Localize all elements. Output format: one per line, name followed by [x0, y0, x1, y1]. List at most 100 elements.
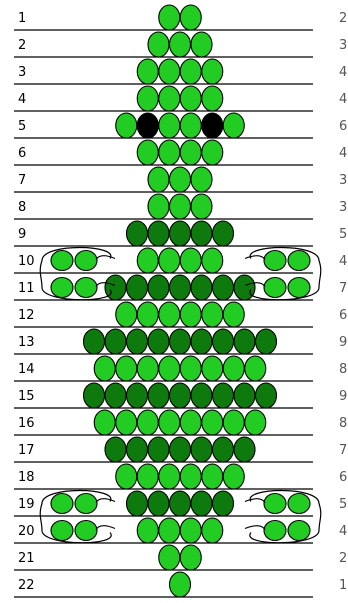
row-number: 14: [18, 363, 35, 377]
row-number: 18: [18, 471, 35, 485]
bead-count: 1: [339, 579, 347, 593]
leg-bead: [51, 521, 73, 541]
light-green-bead: [159, 59, 180, 84]
leg-bead: [75, 278, 97, 298]
dark-green-bead: [213, 221, 234, 246]
light-green-bead: [170, 572, 191, 597]
light-green-bead: [137, 464, 158, 489]
light-green-bead: [191, 32, 212, 57]
row-number: 7: [18, 174, 26, 188]
light-green-bead: [202, 464, 223, 489]
light-green-bead: [180, 86, 201, 111]
light-green-bead: [137, 248, 158, 273]
dark-green-bead: [234, 275, 255, 300]
leg-bead: [75, 521, 97, 541]
light-green-bead: [159, 545, 180, 570]
dark-green-bead: [148, 275, 169, 300]
bead-count: 3: [339, 39, 347, 53]
light-green-bead: [159, 113, 180, 138]
row-number: 20: [18, 525, 35, 539]
dark-green-bead: [148, 491, 169, 516]
light-green-bead: [159, 302, 180, 327]
bead-count: 4: [339, 66, 347, 80]
bead-count: 3: [339, 201, 347, 215]
light-green-bead: [245, 356, 266, 381]
light-green-bead: [202, 86, 223, 111]
leg-thread: [96, 499, 115, 503]
beads: [84, 5, 277, 597]
leg-bead: [264, 521, 286, 541]
row-number: 17: [18, 444, 35, 458]
dark-green-bead: [234, 383, 255, 408]
light-green-bead: [180, 113, 201, 138]
dark-green-bead: [170, 275, 191, 300]
light-green-bead: [116, 410, 137, 435]
dark-green-bead: [234, 329, 255, 354]
light-green-bead: [116, 113, 137, 138]
light-green-bead: [159, 5, 180, 30]
row-number: 5: [18, 120, 26, 134]
light-green-bead: [170, 167, 191, 192]
dark-green-bead: [127, 491, 148, 516]
light-green-bead: [223, 302, 244, 327]
leg-thread: [245, 499, 265, 503]
leg-bead: [288, 494, 310, 514]
light-green-bead: [245, 410, 266, 435]
row-number: 19: [18, 498, 35, 512]
light-green-bead: [159, 356, 180, 381]
light-green-bead: [202, 248, 223, 273]
bead-count: 7: [339, 444, 347, 458]
dark-green-bead: [127, 437, 148, 462]
row-number: 6: [18, 147, 26, 161]
light-green-bead: [159, 140, 180, 165]
light-green-bead: [137, 140, 158, 165]
light-green-bead: [170, 194, 191, 219]
bead-count: 6: [339, 309, 347, 323]
leg-bead: [264, 251, 286, 271]
dark-green-bead: [256, 329, 277, 354]
dark-green-bead: [191, 275, 212, 300]
dark-green-bead: [256, 383, 277, 408]
row-number: 1: [18, 12, 26, 26]
leg-bead: [288, 521, 310, 541]
bead-count: 4: [339, 255, 347, 269]
dark-green-bead: [127, 275, 148, 300]
bead-count: 3: [339, 174, 347, 188]
light-green-bead: [202, 518, 223, 543]
light-green-bead: [202, 140, 223, 165]
light-green-bead: [180, 5, 201, 30]
leg-bead: [288, 251, 310, 271]
bead-count: 9: [339, 390, 347, 404]
dark-green-bead: [105, 329, 126, 354]
leg-bead: [75, 251, 97, 271]
light-green-bead: [180, 545, 201, 570]
dark-green-bead: [105, 437, 126, 462]
light-green-bead: [180, 410, 201, 435]
dark-green-bead: [127, 221, 148, 246]
light-green-bead: [148, 194, 169, 219]
leg-thread: [245, 526, 265, 530]
dark-green-bead: [191, 383, 212, 408]
light-green-bead: [191, 194, 212, 219]
bead-count: 4: [339, 147, 347, 161]
bead-count: 2: [339, 552, 347, 566]
dark-green-bead: [191, 491, 212, 516]
bead-count: 2: [339, 12, 347, 26]
light-green-bead: [202, 302, 223, 327]
leg-thread: [245, 256, 265, 260]
light-green-bead: [148, 167, 169, 192]
row-number: 16: [18, 417, 35, 431]
dark-green-bead: [213, 437, 234, 462]
light-green-bead: [159, 86, 180, 111]
dark-green-bead: [170, 329, 191, 354]
row-number: 22: [18, 579, 35, 593]
light-green-bead: [137, 410, 158, 435]
bead-count: 7: [339, 282, 347, 296]
light-green-bead: [223, 356, 244, 381]
bead-count: 8: [339, 417, 347, 431]
leg-thread: [96, 526, 115, 530]
dark-green-bead: [213, 275, 234, 300]
light-green-bead: [159, 518, 180, 543]
light-green-bead: [94, 410, 115, 435]
